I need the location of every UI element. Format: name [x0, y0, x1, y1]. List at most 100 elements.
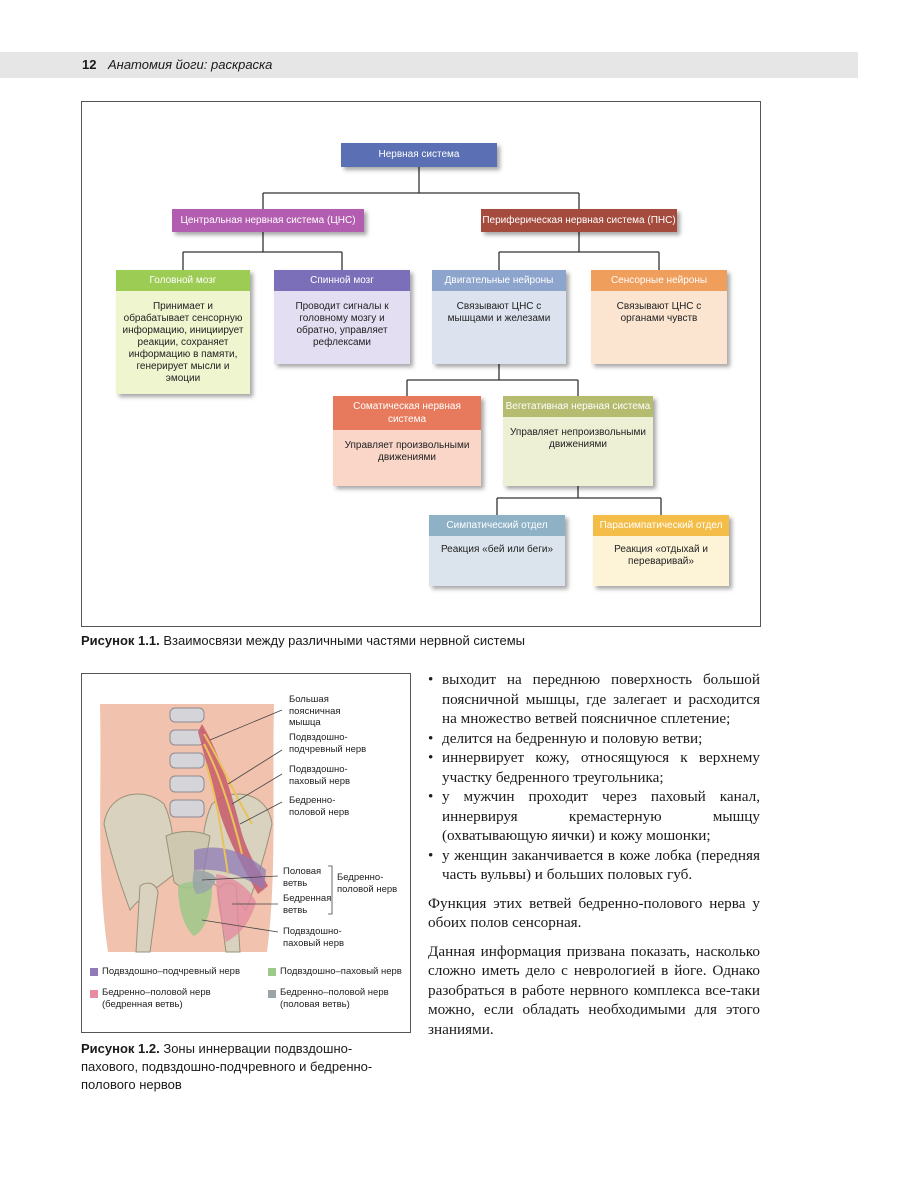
bracket — [328, 865, 333, 915]
node-title: Двигательные нейроны — [432, 270, 566, 291]
node-title: Головной мозг — [116, 270, 250, 291]
node-title: Соматическая нервная система — [333, 396, 481, 430]
node-sympathetic: Симпатический отдел Реакция «бей или бег… — [429, 515, 565, 586]
zone-femoral-branch — [216, 874, 256, 942]
bullet-glyph: • — [428, 729, 434, 747]
nerve — [203, 733, 253, 825]
caption-label: Рисунок 1.2. — [81, 1041, 160, 1056]
bullet-list: • выходит на переднюю поверхность большой… — [428, 670, 760, 885]
left-femur — [135, 882, 159, 953]
node-text: Связывают ЦНС с органами чувств — [616, 301, 702, 324]
leader-line — [239, 801, 283, 825]
list-item: • делится на бедренную и половую ветви; — [428, 729, 760, 749]
legend-femoral-branch: Бедренно–половой нерв (бедренная ветвь) — [102, 987, 211, 1010]
bullet-glyph: • — [428, 749, 434, 766]
zone-iliohypogastric — [194, 847, 266, 890]
zone-genital-branch — [192, 870, 216, 894]
list-item: • иннервирует кожу, относящуюся к верхнем… — [428, 748, 760, 787]
node-nervous-system: Нервная система — [341, 143, 497, 167]
node-text: Реакция «бей или беги» — [440, 544, 554, 555]
node-title: Спинной мозг — [274, 270, 410, 291]
node-text: Проводит сигналы к головному мозгу и обр… — [295, 301, 389, 348]
vertebra — [169, 752, 205, 769]
label-ilioinguinal: Подвздошно-паховый нерв — [289, 764, 351, 787]
connector-root — [262, 167, 580, 209]
node-somatic-ns: Соматическая нервная система Управляет п… — [333, 396, 481, 486]
list-item-text: иннервирует кожу, относящуюся к верхнему… — [442, 749, 760, 786]
vertebra — [169, 707, 205, 723]
connector-cns — [182, 232, 343, 270]
node-title: Вегетативная нервная система — [503, 396, 653, 417]
list-item-text: выходит на переднюю поверхность большой … — [442, 671, 760, 727]
leader-line — [201, 919, 279, 933]
list-item: • у мужчин проходит через паховый канал, … — [428, 787, 760, 846]
figure-nervous-system-diagram: Нервная система Центральная нервная сист… — [81, 101, 761, 627]
label-femoral-branch: Бедренная ветвь — [283, 893, 332, 916]
label-genital-branch: Половая ветвь — [283, 866, 322, 889]
connector-autonomic — [496, 486, 662, 515]
list-item: • у женщин заканчивается в коже лобка (пе… — [428, 846, 760, 885]
anatomy-illustration — [100, 704, 333, 953]
connector-motor — [406, 364, 579, 396]
node-sensory-neurons: Сенсорные нейроны Связывают ЦНС с органа… — [591, 270, 727, 364]
label-iliohypogastric: Подвздошно-подчревный нерв — [289, 732, 367, 755]
caption-label: Рисунок 1.1. — [81, 633, 160, 648]
nerve — [205, 763, 229, 875]
node-text: Управляет произвольными движениями — [344, 440, 470, 463]
figure2-caption: Рисунок 1.2. Зоны иннервации подвздошно-… — [81, 1040, 401, 1094]
node-text: Управляет непроизвольными движениями — [510, 427, 646, 450]
page-number: 12 — [82, 57, 97, 72]
connector-pns — [498, 232, 660, 270]
node-text: Связывают ЦНС с мышцами и железами — [447, 301, 551, 324]
connector-lines — [182, 167, 662, 515]
running-title: Анатомия йоги: раскраска — [108, 57, 273, 72]
legend-swatch-ilioinguinal — [268, 968, 276, 976]
node-autonomic-ns: Вегетативная нервная система Управляет н… — [503, 396, 653, 486]
node-brain: Головной мозг Принимает и обрабатывает с… — [116, 270, 250, 394]
figure1-caption: Рисунок 1.1. Взаимосвязи между различным… — [81, 632, 761, 650]
legend-iliohypogastric: Подвздошно–подчревный нерв — [102, 966, 241, 977]
legend-genital-branch: Бедренно–половой нерв (половая ветвь) — [280, 987, 389, 1010]
caption-text: Зоны иннервации подвздошно-пахового, под… — [81, 1041, 373, 1092]
paragraph: Функция этих ветвей бедренно-полового не… — [428, 894, 760, 932]
nerves — [203, 733, 253, 875]
caption-text: Взаимосвязи между различными частями нер… — [163, 633, 525, 648]
legend-swatch-genital-branch — [268, 990, 276, 998]
zone-ilioinguinal — [178, 881, 212, 936]
legend-ilioinguinal: Подвздошно–паховый нерв — [280, 966, 402, 977]
node-cns: Центральная нервная система (ЦНС) — [172, 209, 364, 232]
list-item: • выходит на переднюю поверхность большой… — [428, 670, 760, 729]
figure-nerve-zones-illustration: Большая поясничная мышца Подвздошно-подч… — [81, 673, 411, 1033]
list-item-text: у мужчин проходит через паховый канал, и… — [442, 788, 760, 844]
leader-lines — [201, 709, 333, 933]
node-spinal-cord: Спинной мозг Проводит сигналы к головном… — [274, 270, 410, 364]
leader-line — [227, 749, 283, 785]
leader-line — [201, 875, 279, 881]
bullet-glyph: • — [428, 846, 434, 864]
label-psoas: Большая поясничная мышца — [289, 694, 341, 728]
bullet-glyph: • — [428, 788, 434, 805]
label-ilioinguinal-lower: Подвздошно-паховый нерв — [283, 926, 345, 949]
label-genitofemoral-group: Бедренно-половой нерв — [337, 872, 398, 895]
nerve — [203, 743, 243, 855]
paragraph: Данная информация призвана показать, нас… — [428, 942, 760, 1038]
list-item-text: делится на бедренную и половую ветви; — [442, 729, 703, 747]
node-title: Сенсорные нейроны — [591, 270, 727, 291]
node-text: Реакция «отдыхай и переваривай» — [614, 544, 708, 567]
label-genitofemoral: Бедренно-половой нерв — [289, 795, 350, 818]
node-title: Парасимпатический отдел — [593, 515, 729, 536]
bullet-glyph: • — [428, 671, 434, 688]
list-item-text: у женщин заканчивается в коже лобка (пер… — [442, 846, 760, 884]
node-pns: Периферическая нервная система (ПНС) — [481, 209, 677, 232]
leader-line — [231, 773, 283, 805]
legend-swatch-iliohypogastric — [90, 968, 98, 976]
body-text-column: • выходит на переднюю поверхность большой… — [428, 670, 760, 1039]
running-header: 12 Анатомия йоги: раскраска — [0, 52, 858, 78]
vertebra — [169, 799, 205, 818]
leader-line — [209, 709, 283, 741]
node-motor-neurons: Двигательные нейроны Связывают ЦНС с мыш… — [432, 270, 566, 364]
node-title: Симпатический отдел — [429, 515, 565, 536]
legend-swatch-femoral-branch — [90, 990, 98, 998]
vertebrae — [169, 707, 205, 818]
node-parasympathetic: Парасимпатический отдел Реакция «отдыхай… — [593, 515, 729, 586]
